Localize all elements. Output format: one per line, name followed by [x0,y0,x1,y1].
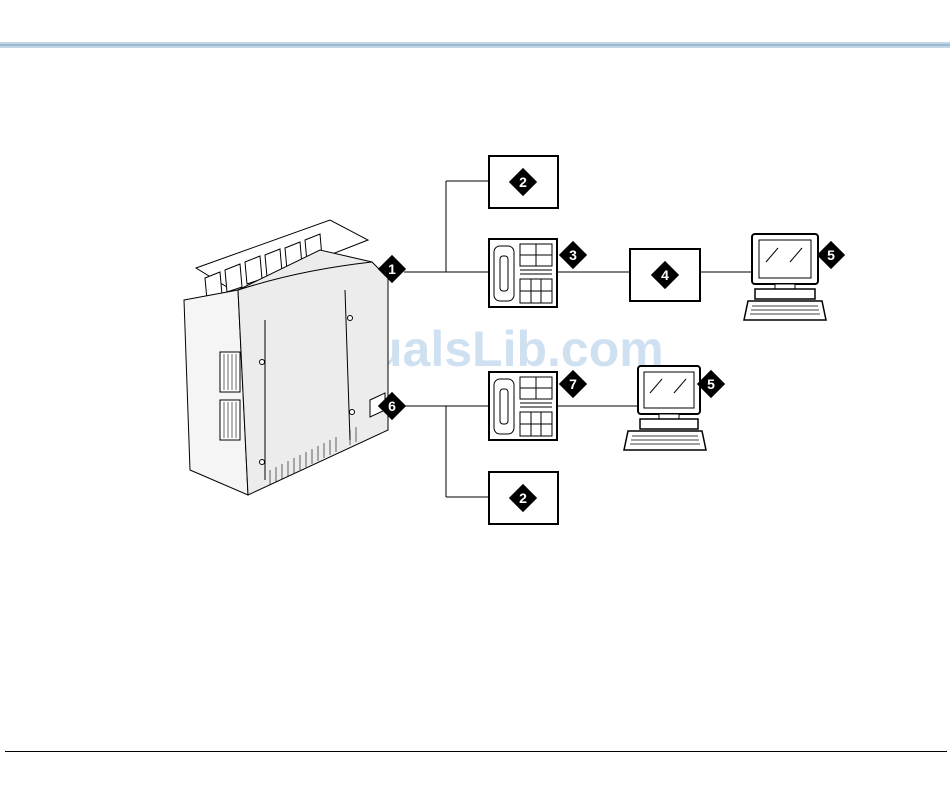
desktop-computer-icon [624,366,706,450]
callout-5-bottom: 5 [697,370,725,398]
footer-rule [5,751,947,752]
svg-text:3: 3 [569,247,577,263]
svg-text:2: 2 [519,174,527,190]
svg-text:5: 5 [707,376,715,392]
desk-telephone-icon [489,372,557,440]
svg-text:2: 2 [519,490,527,506]
svg-text:1: 1 [388,261,396,277]
control-unit-cabinet [184,220,388,495]
desktop-computer-icon [744,234,826,320]
svg-text:7: 7 [569,376,577,392]
svg-text:6: 6 [388,398,396,414]
callout-5-right: 5 [817,241,845,269]
callout-3: 3 [559,241,587,269]
desk-telephone-icon [489,239,557,307]
svg-text:4: 4 [661,267,669,283]
svg-text:5: 5 [827,247,835,263]
